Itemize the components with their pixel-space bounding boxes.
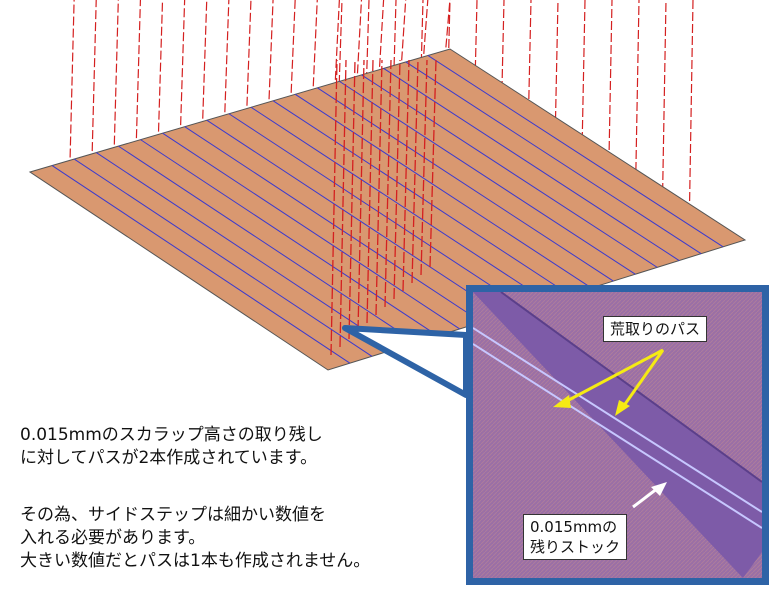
toolpath-line — [118, 145, 417, 344]
plunge-line — [330, 59, 338, 356]
toolpath-line — [427, 55, 724, 248]
white-arrow — [632, 486, 659, 509]
yellow-arrowhead — [615, 400, 630, 416]
retract-line — [334, 0, 340, 80]
retract-line — [157, 0, 164, 132]
retract-line — [290, 0, 296, 93]
toolpath-line — [317, 87, 614, 282]
retract-line — [91, 0, 97, 152]
toolpath-line — [206, 119, 504, 316]
white-arrowhead — [651, 482, 667, 496]
callout-pointer — [342, 325, 469, 398]
plunge-line — [375, 59, 383, 316]
zoom-inset: 荒取りのパス 0.015mmの 残りストック — [466, 285, 769, 585]
toolpath-line — [250, 106, 548, 302]
remaining-stock-label: 0.015mmの 残りストック — [523, 514, 628, 560]
plunge-line — [402, 59, 410, 292]
toolpath-line — [162, 132, 460, 330]
plunge-line — [348, 59, 356, 340]
retract-line — [688, 0, 694, 238]
retract-line — [356, 0, 363, 74]
toolpath-line — [51, 165, 351, 364]
retract-line — [69, 0, 75, 158]
plunge-line — [384, 59, 392, 308]
caption-line: 大きい数値だとパスは1本も作成されません。 — [20, 551, 371, 571]
retract-line — [423, 0, 429, 54]
toolpath-line — [228, 113, 526, 309]
caption-line: 入れる必要があります。 — [20, 528, 206, 548]
plunge-line — [357, 59, 365, 332]
retract-line — [401, 0, 407, 61]
plunge-line — [411, 59, 419, 284]
retract-line — [268, 0, 274, 100]
retract-line — [391, 0, 397, 139]
remaining-stock-label-line: 残りストック — [530, 538, 621, 556]
caption-line: その為、サイドステップは細かい数値を — [20, 505, 326, 525]
toolpath-line — [73, 158, 373, 357]
retract-line — [202, 0, 208, 119]
stock-edge-line — [500, 292, 762, 483]
caption-line: に対してパスが2本作成されています。 — [20, 448, 318, 468]
rough-path-line — [473, 343, 762, 529]
plunge-line — [429, 59, 437, 268]
rough-path-line — [473, 327, 762, 513]
toolpath-line — [272, 100, 570, 296]
retract-line — [364, 0, 370, 130]
rough-path-label: 荒取りのパス — [603, 316, 708, 342]
remaining-stock-label-line: 0.015mmの — [530, 518, 618, 536]
toolpath-line — [96, 152, 395, 350]
caption-line: 0.015mmのスカラップ高さの取り残し — [20, 425, 323, 445]
plunge-line — [393, 59, 401, 300]
vertical-retract-lines-front — [330, 59, 437, 356]
toolpath-line — [339, 80, 636, 275]
retract-line — [378, 0, 385, 67]
retract-line — [312, 0, 318, 87]
yellow-arrow — [564, 348, 664, 404]
toolpath-line — [361, 74, 658, 268]
retract-line — [135, 0, 142, 139]
caption-paragraph-1: 0.015mmのスカラップ高さの取り残し に対してパスが2本作成されています。 — [20, 424, 460, 470]
retract-line — [580, 0, 586, 202]
caption-paragraph-2: その為、サイドステップは細かい数値を 入れる必要があります。 大きい数値だとパス… — [20, 504, 460, 573]
toolpath-lines — [51, 55, 724, 364]
plunge-line — [339, 59, 347, 348]
retract-line — [180, 0, 186, 126]
yellow-arrow — [621, 349, 665, 408]
retract-line — [607, 0, 613, 211]
retract-line — [113, 0, 119, 145]
retract-line — [224, 0, 230, 113]
toolpath-line — [405, 61, 702, 255]
yellow-arrowhead — [553, 395, 571, 408]
toolpath-line — [140, 139, 439, 337]
toolpath-line — [383, 68, 680, 261]
plunge-line — [366, 59, 374, 324]
retract-line — [246, 0, 252, 106]
plunge-line — [420, 59, 428, 276]
